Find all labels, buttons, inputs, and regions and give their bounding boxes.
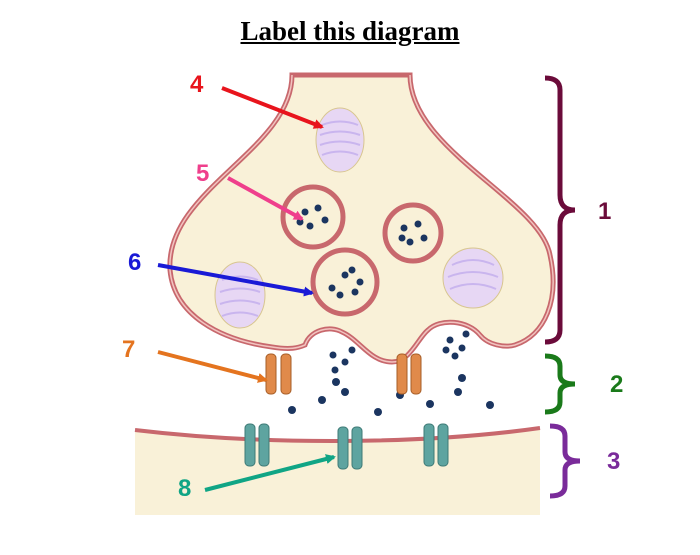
bracket-3 [549, 423, 581, 499]
presynaptic-channel [265, 353, 292, 395]
mitochondrion [442, 247, 504, 309]
label-7: 7 [122, 336, 135, 363]
mitochondrion [214, 261, 266, 329]
label-2: 2 [610, 371, 623, 398]
label-4: 4 [190, 71, 204, 98]
neurotransmitter-cluster [329, 330, 470, 374]
label-3: 3 [607, 448, 620, 475]
postsynaptic-receptor [423, 423, 449, 467]
arrow-5 [227, 176, 304, 221]
mitochondrion [315, 107, 365, 173]
arrow-8 [204, 454, 336, 492]
bracket-2 [544, 353, 576, 415]
arrow-6 [157, 263, 314, 297]
postsynaptic-receptor [244, 423, 270, 467]
synaptic-vesicle [382, 202, 444, 264]
arrow-4 [221, 86, 324, 129]
postsynaptic-receptor [337, 426, 363, 470]
page-title: Label this diagram [240, 16, 460, 46]
bracket-1 [544, 75, 576, 345]
presynaptic-channel [396, 353, 422, 395]
label-6: 6 [128, 249, 141, 276]
arrow-7 [157, 350, 268, 383]
synaptic-vesicle [310, 247, 380, 317]
neurotransmitter-molecules [288, 374, 494, 416]
label-5: 5 [196, 160, 209, 187]
synaptic-vesicle [280, 184, 346, 250]
label-8: 8 [178, 475, 191, 502]
label-1: 1 [598, 198, 611, 225]
